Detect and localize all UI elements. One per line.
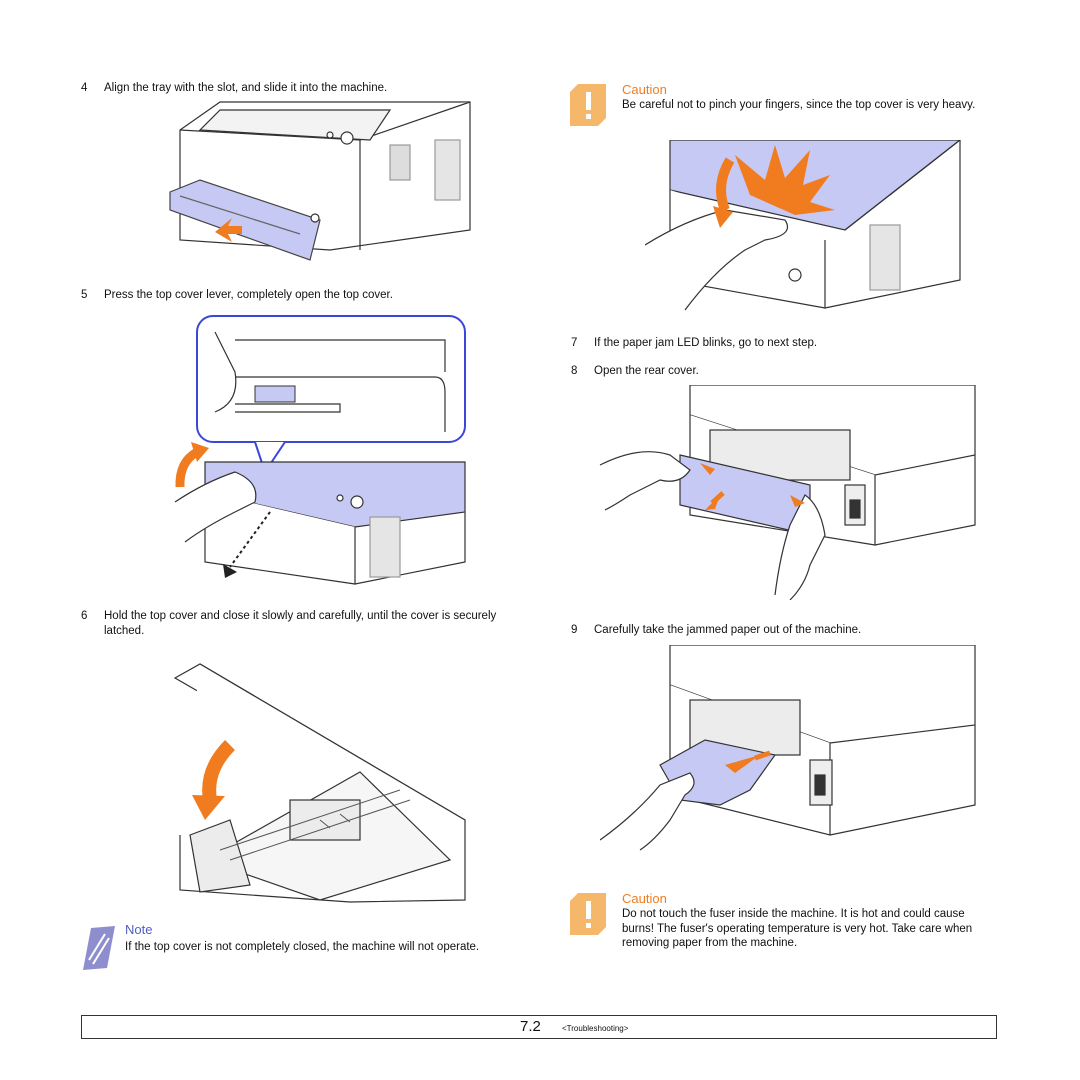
- step-text: Align the tray with the slot, and slide …: [104, 82, 388, 94]
- step-5: 5 Press the top cover lever, completely …: [81, 288, 481, 303]
- caution-box-1: Caution Be careful not to pinch your fin…: [570, 82, 990, 130]
- step-number: 7: [571, 337, 578, 349]
- step-text: Press the top cover lever, completely op…: [104, 289, 393, 301]
- caution-box-2: Caution Do not touch the fuser inside th…: [570, 891, 990, 961]
- step-4: 4 Align the tray with the slot, and slid…: [81, 81, 481, 96]
- step-number: 8: [571, 365, 578, 377]
- note-text: If the top cover is not completely close…: [125, 941, 480, 953]
- jammed-paper-illustration: [600, 645, 976, 851]
- step-text: If the paper jam LED blinks, go to next …: [594, 337, 818, 349]
- step-6: 6 Hold the top cover and close it slowly…: [81, 609, 511, 639]
- step-7: 7 If the paper jam LED blinks, go to nex…: [571, 336, 991, 351]
- step-text: Carefully take the jammed paper out of t…: [594, 624, 862, 636]
- note-title: Note: [125, 922, 153, 937]
- close-top-cover-illustration: [173, 663, 466, 903]
- caution-text: Do not touch the fuser inside the machin…: [622, 908, 973, 949]
- note-icon: [83, 926, 115, 970]
- note-box: Note If the top cover is not completely …: [81, 922, 521, 984]
- rear-cover-illustration: [599, 385, 976, 600]
- page-number: 7.2: [520, 1018, 541, 1035]
- step-text: Hold the top cover and close it slowly a…: [104, 610, 497, 637]
- caution-icon: [570, 893, 606, 935]
- caution-title: Caution: [622, 82, 667, 97]
- step-9: 9 Carefully take the jammed paper out of…: [571, 623, 991, 638]
- step-number: 5: [81, 289, 88, 301]
- caution-text: Be careful not to pinch your fingers, si…: [622, 99, 976, 111]
- caution-title: Caution: [622, 891, 667, 906]
- step-number: 9: [571, 624, 578, 636]
- page-footer: 7.2 <Troubleshooting>: [81, 1015, 997, 1039]
- step-number: 6: [81, 610, 88, 622]
- section-name: <Troubleshooting>: [562, 1024, 629, 1033]
- caution-icon: [570, 84, 606, 126]
- step-text: Open the rear cover.: [594, 365, 699, 377]
- top-cover-lever-illustration: [174, 315, 466, 585]
- step-8: 8 Open the rear cover.: [571, 364, 991, 379]
- tray-insertion-illustration: [169, 101, 471, 261]
- pinch-warning-illustration: [645, 140, 961, 311]
- step-number: 4: [81, 82, 88, 94]
